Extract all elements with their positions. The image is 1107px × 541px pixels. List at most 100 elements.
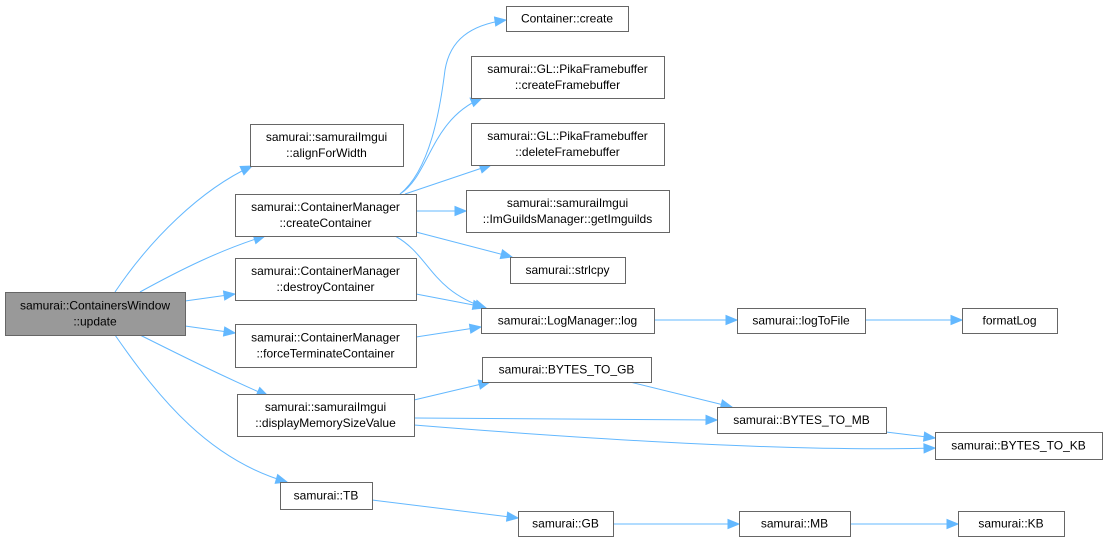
node-label: samurai::samuraiImgui: [266, 130, 387, 144]
node-label: samurai::BYTES_TO_MB: [733, 413, 870, 427]
node-update[interactable]: samurai::ContainersWindow::update: [5, 292, 186, 336]
node-label: samurai::ContainerManager: [251, 264, 400, 278]
node-box: [235, 258, 417, 301]
node-label: ::createFramebuffer: [515, 78, 620, 92]
node-box: [739, 511, 851, 537]
node-label: ::createContainer: [279, 216, 371, 230]
node-label: samurai::samuraiImgui: [507, 196, 628, 210]
node-label: Container::create: [521, 12, 613, 26]
node-KB[interactable]: samurai::KB: [958, 511, 1065, 537]
node-alignForWidth[interactable]: samurai::samuraiImgui::alignForWidth: [250, 124, 404, 167]
arrowhead-icon: [454, 205, 468, 217]
node-box: [506, 6, 629, 32]
edge-TB-to-GB: [371, 499, 519, 519]
node-box: [235, 324, 417, 368]
node-box: [482, 357, 652, 383]
node-label: samurai::LogManager::log: [498, 314, 637, 328]
node-label: samurai::BYTES_TO_GB: [499, 363, 635, 377]
node-MB[interactable]: samurai::MB: [739, 511, 851, 537]
arrowhead-icon: [469, 97, 484, 108]
node-label: formatLog: [982, 314, 1036, 328]
node-box: [717, 407, 887, 434]
node-label: samurai::KB: [978, 517, 1043, 531]
arrowhead-icon: [471, 299, 486, 310]
node-label: samurai::samuraiImgui: [265, 400, 386, 414]
node-label: samurai::GB: [532, 517, 599, 531]
node-createFramebuffer[interactable]: samurai::GL::PikaFramebuffer::createFram…: [471, 56, 665, 99]
node-bytesKB[interactable]: samurai::BYTES_TO_KB: [935, 432, 1103, 460]
arrowhead-icon: [705, 414, 719, 426]
arrowhead-icon: [239, 165, 254, 176]
node-box: [962, 308, 1058, 334]
node-box: [250, 124, 404, 167]
node-box: [958, 511, 1065, 537]
node-label: ::ImGuildsManager::getImguilds: [483, 212, 652, 226]
edge-displayMemory-to-bytesGB: [413, 381, 491, 401]
node-label: samurai::MB: [761, 517, 828, 531]
arrowhead-icon: [950, 314, 964, 326]
arrowhead-icon: [499, 249, 514, 260]
node-destroyContainer[interactable]: samurai::ContainerManager::destroyContai…: [235, 258, 417, 301]
node-box: [737, 308, 866, 334]
arrowhead-icon: [505, 511, 520, 522]
node-GB[interactable]: samurai::GB: [518, 511, 614, 537]
arrowhead-icon: [922, 431, 937, 442]
node-containerCreate[interactable]: Container::create: [506, 6, 629, 32]
edge-update-to-TB: [114, 334, 288, 483]
node-box: [935, 432, 1103, 460]
arrowhead-icon: [946, 518, 960, 530]
node-bytesMB[interactable]: samurai::BYTES_TO_MB: [717, 407, 887, 434]
node-logToFile[interactable]: samurai::logToFile: [737, 308, 866, 334]
node-label: samurai::GL::PikaFramebuffer: [487, 62, 648, 76]
node-label: samurai::ContainersWindow: [20, 299, 170, 313]
node-strlcpy[interactable]: samurai::strlcpy: [510, 257, 626, 284]
node-box: [518, 511, 614, 537]
edge-bytesGB-to-bytesMB: [629, 381, 733, 408]
arrowhead-icon: [222, 290, 237, 301]
edge-createContainer-to-deleteFramebuffer: [404, 164, 492, 195]
arrowhead-icon: [727, 518, 741, 530]
arrowhead-icon: [725, 314, 739, 326]
node-label: ::forceTerminateContainer: [256, 347, 394, 361]
node-displayMemory[interactable]: samurai::samuraiImgui::displayMemorySize…: [237, 394, 415, 437]
node-label: ::deleteFramebuffer: [515, 145, 620, 159]
edge-createContainer-to-createFramebuffer: [399, 97, 483, 195]
node-box: [5, 292, 186, 336]
node-log[interactable]: samurai::LogManager::log: [481, 308, 655, 334]
node-deleteFramebuffer[interactable]: samurai::GL::PikaFramebuffer::deleteFram…: [471, 123, 665, 166]
node-label: samurai::logToFile: [752, 314, 850, 328]
arrowhead-icon: [923, 443, 937, 454]
edge-createContainer-to-log: [394, 235, 487, 309]
node-box: [510, 257, 626, 284]
node-forceTerminate[interactable]: samurai::ContainerManager::forceTerminat…: [235, 324, 417, 368]
node-getImguilds[interactable]: samurai::samuraiImgui::ImGuildsManager::…: [466, 190, 670, 233]
arrowhead-icon: [493, 16, 508, 27]
node-createContainer[interactable]: samurai::ContainerManager::createContain…: [235, 194, 417, 237]
edge-createContainer-to-containerCreate: [399, 19, 507, 195]
node-TB[interactable]: samurai::TB: [280, 482, 373, 510]
arrowhead-icon: [222, 326, 237, 337]
node-label: ::destroyContainer: [276, 280, 374, 294]
node-box: [237, 394, 415, 437]
node-formatLog[interactable]: formatLog: [962, 308, 1058, 334]
node-label: samurai::GL::PikaFramebuffer: [487, 129, 648, 143]
node-label: samurai::TB: [294, 489, 359, 503]
arrowhead-icon: [468, 323, 483, 334]
node-bytesGB[interactable]: samurai::BYTES_TO_GB: [482, 357, 652, 383]
edge-update-to-alignForWidth: [114, 165, 253, 293]
node-box: [471, 123, 665, 166]
node-label: ::alignForWidth: [286, 146, 367, 160]
edge-createContainer-to-strlcpy: [415, 231, 513, 258]
node-label: ::displayMemorySizeValue: [255, 416, 396, 430]
node-box: [280, 482, 373, 510]
node-box: [466, 190, 670, 233]
node-box: [235, 194, 417, 237]
node-label: samurai::ContainerManager: [251, 200, 400, 214]
node-label: samurai::BYTES_TO_KB: [951, 439, 1086, 453]
edge-update-to-displayMemory: [139, 334, 269, 397]
edge-update-to-createContainer: [139, 235, 266, 293]
node-box: [471, 56, 665, 99]
edge-destroyContainer-to-log: [415, 293, 485, 308]
edge-displayMemory-to-bytesMB: [413, 417, 718, 421]
